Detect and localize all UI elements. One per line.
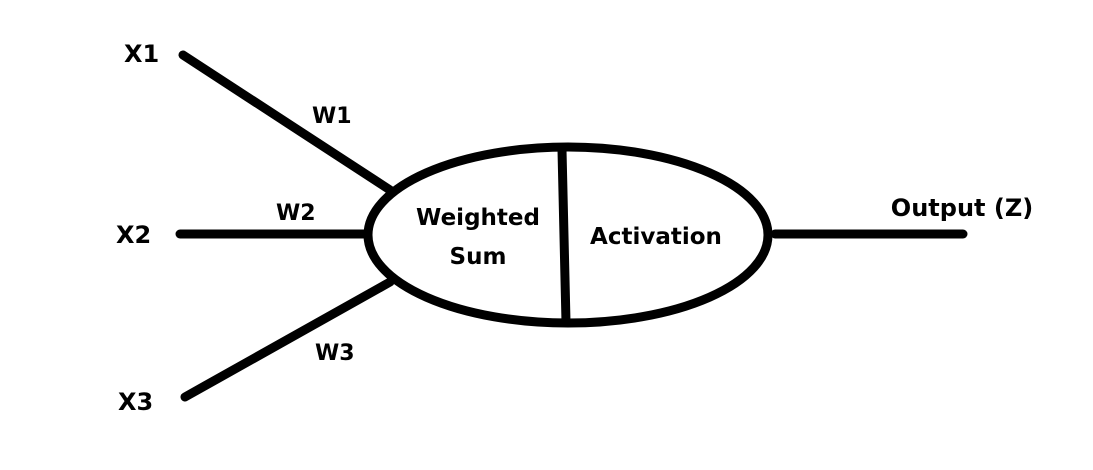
weighted-sum-label-line1: Weighted bbox=[416, 205, 540, 231]
activation-label: Activation bbox=[590, 224, 722, 250]
input-label-x3: X3 bbox=[118, 388, 153, 416]
neuron-divider bbox=[557, 145, 571, 327]
input-edge-x3 bbox=[180, 277, 395, 402]
output-label: Output (Z) bbox=[891, 194, 1033, 222]
weighted-sum-label-line2: Sum bbox=[450, 244, 507, 270]
input-label-x1: X1 bbox=[124, 40, 159, 68]
weight-label-w1: W1 bbox=[312, 104, 352, 129]
input-label-x2: X2 bbox=[116, 221, 151, 249]
weight-label-w2: W2 bbox=[276, 201, 316, 226]
input-edge-x1 bbox=[178, 50, 395, 195]
weight-label-w3: W3 bbox=[315, 341, 355, 366]
